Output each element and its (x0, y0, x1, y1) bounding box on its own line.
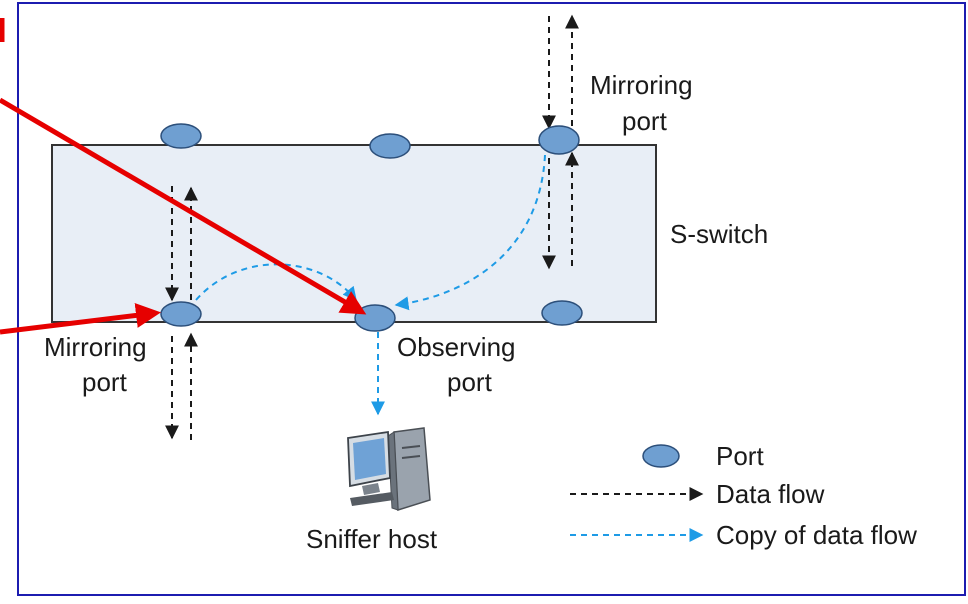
image-frame (17, 2, 966, 596)
ports (160, 123, 583, 332)
legend-data-flow-label: Data flow (716, 479, 825, 509)
legend-port-label: Port (716, 441, 764, 471)
observing-port-label-line1: Observing (397, 332, 516, 362)
copy-flow-from-top-port (394, 154, 546, 311)
port-icon (369, 133, 411, 159)
sniffer-host-label: Sniffer host (306, 524, 438, 554)
data-flow-lines (165, 14, 579, 440)
computer-icon (347, 427, 431, 512)
port-icon-mirroring-top (538, 125, 580, 155)
mirroring-port-left-label-line2: port (82, 367, 128, 397)
legend-port-icon (642, 444, 680, 468)
annotation-arrows (0, 97, 367, 335)
switch-label: S-switch (670, 219, 768, 249)
port-icon-mirroring-left (160, 301, 202, 327)
port-icon (160, 123, 202, 149)
annotation-arrow-mirroring (0, 303, 161, 335)
observing-port-label-line2: port (447, 367, 493, 397)
annotation-arrow-observing (0, 97, 367, 315)
mirroring-port-top-label-line1: Mirroring (590, 70, 693, 100)
switch-box (51, 144, 657, 323)
legend-copy-flow-label: Copy of data flow (716, 520, 917, 550)
legend: Port Data flow Copy of data flow (570, 441, 917, 550)
mirroring-port-top-label-line2: port (622, 106, 668, 136)
mirroring-port-left-label-line1: Mirroring (44, 332, 147, 362)
port-icon (541, 300, 583, 326)
